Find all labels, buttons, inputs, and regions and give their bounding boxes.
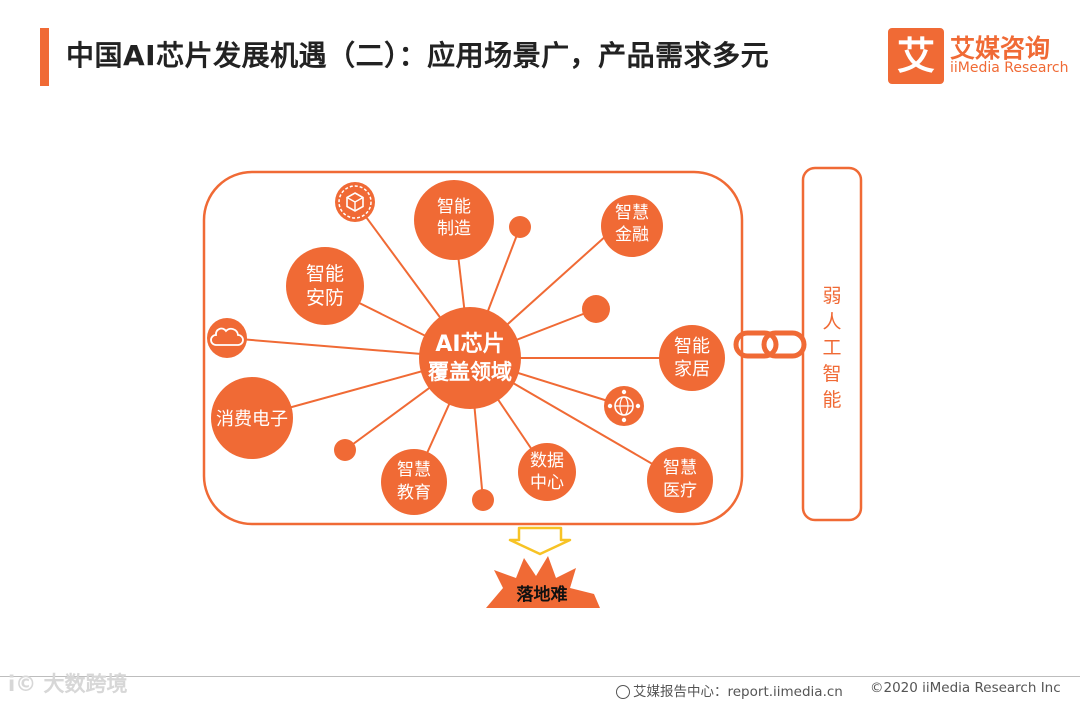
watermark: i© 大数跨境	[8, 672, 128, 696]
node-data-center: 数据 中心	[518, 443, 576, 501]
logo-name-cn: 艾媒咨询	[950, 34, 1051, 63]
node-smart-security: 智能 安防	[286, 247, 364, 325]
node-consumer-electronics: 消费电子	[211, 377, 293, 459]
node-label: 制造	[437, 219, 471, 239]
node-label: 智慧	[397, 460, 431, 480]
page-title: 中国AI芯片发展机遇（二）：应用场景广，产品需求多元	[66, 39, 770, 72]
globe-icon	[616, 685, 630, 699]
node-smart-manufacturing: 智能 制造	[414, 180, 494, 260]
brand-logo: 艾 艾媒咨询 iiMedia Research	[888, 28, 1069, 84]
chain-link-icon	[733, 330, 807, 359]
weak-ai-char: 智	[822, 363, 841, 385]
node-label: 家居	[674, 359, 710, 380]
network-globe-icon	[604, 386, 644, 426]
weak-ai-char: 能	[822, 389, 841, 411]
footer-divider	[0, 676, 1080, 677]
logo-mark: 艾	[888, 28, 944, 84]
dot-node	[334, 439, 356, 461]
logo-name-en: iiMedia Research	[950, 60, 1069, 76]
center-label: AI芯片	[435, 332, 504, 357]
down-arrow-icon	[508, 526, 572, 556]
cloud-icon	[207, 318, 247, 358]
node-label: 智慧	[663, 458, 697, 478]
blockchain-icon	[335, 182, 375, 222]
dot-node	[472, 489, 494, 511]
node-label: 金融	[615, 225, 649, 245]
node-label: 智能	[437, 197, 471, 217]
weak-ai-char: 工	[822, 337, 841, 359]
title-accent-bar	[40, 28, 49, 86]
burst-label: 落地难	[517, 584, 568, 605]
node-label: 智能	[674, 336, 710, 357]
footer-source-text: 艾媒报告中心：report.iimedia.cn	[633, 684, 843, 700]
node-label: 教育	[397, 483, 431, 503]
dot-node	[509, 216, 531, 238]
weak-ai-box	[801, 166, 863, 522]
weak-ai-char: 人	[822, 311, 841, 333]
node-label: 中心	[530, 473, 564, 493]
node-label: 安防	[306, 287, 344, 309]
center-hub: AI芯片 覆盖领域	[419, 307, 521, 409]
footer-source: 艾媒报告中心：report.iimedia.cn	[616, 680, 843, 700]
footer-copyright: ©2020 iiMedia Research Inc	[870, 680, 1061, 696]
node-label: 消费电子	[216, 409, 288, 430]
node-smart-finance: 智慧 金融	[601, 195, 663, 257]
node-label: 数据	[530, 451, 564, 471]
node-label: 智慧	[615, 203, 649, 223]
node-label: 智能	[306, 263, 344, 285]
node-smart-medical: 智慧 医疗	[647, 447, 713, 513]
weak-ai-char: 弱	[822, 285, 841, 307]
node-smart-home: 智能 家居	[659, 325, 725, 391]
node-smart-education: 智慧 教育	[381, 449, 447, 515]
dot-node	[582, 295, 610, 323]
center-label: 覆盖领域	[428, 360, 512, 384]
difficult-landing-burst: 落地难	[486, 556, 600, 608]
node-label: 医疗	[663, 481, 697, 501]
coverage-frame	[202, 170, 744, 526]
